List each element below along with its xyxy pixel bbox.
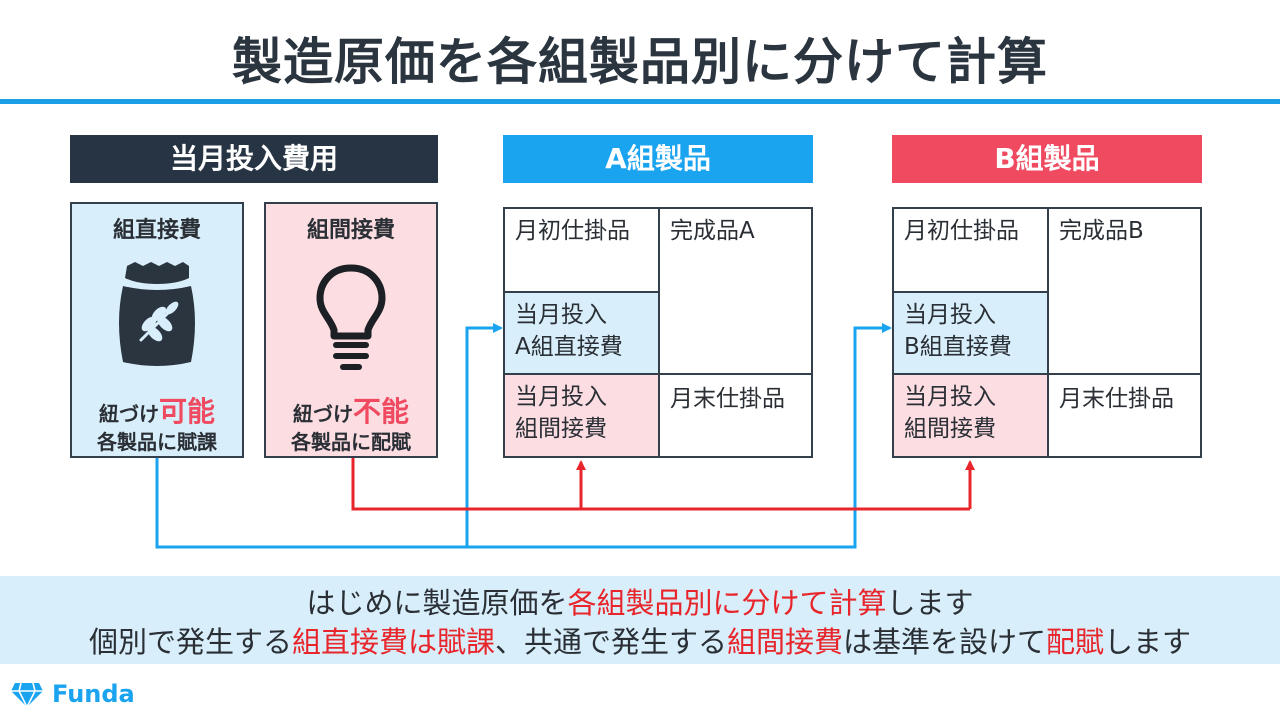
summary-band: はじめに製造原価を各組製品別に分けて計算します 個別で発生する組直接費は賦課、共… bbox=[0, 576, 1280, 664]
summary-line-1-seg: 各組製品別に分けて計算 bbox=[567, 586, 887, 620]
direct-cost-to-b-arrow bbox=[467, 323, 892, 549]
product-b-direct-cost: 当月投入 B組直接費 bbox=[894, 293, 1049, 375]
direct-cost-card: 組直接費 紐づけ可能 各製品に賦課 bbox=[70, 202, 244, 458]
direct-linkable-prefix: 紐づけ bbox=[98, 402, 159, 426]
header-current-costs: 当月投入費用 bbox=[70, 135, 438, 183]
logo-text: Funda bbox=[52, 680, 135, 708]
summary-line-2-seg: 組直接費は賦課 bbox=[291, 625, 495, 659]
summary-line-2-seg: 、共通で発生する bbox=[494, 625, 727, 659]
product-a-completed: 完成品A bbox=[660, 209, 811, 375]
indirect-linkable-emphasis: 不能 bbox=[352, 395, 409, 428]
summary-line-1: はじめに製造原価を各組製品別に分けて計算します bbox=[0, 580, 1280, 622]
product-a-end-wip: 月末仕掛品 bbox=[670, 386, 785, 412]
product-a-indirect-line1: 当月投入 bbox=[515, 384, 607, 410]
direct-linkable-emphasis: 可能 bbox=[158, 395, 215, 428]
product-a-direct-line1: 当月投入 bbox=[515, 302, 607, 328]
title-underline bbox=[0, 99, 1280, 104]
product-b-end-wip: 月末仕掛品 bbox=[1059, 386, 1174, 412]
product-b-direct-line2: B組直接費 bbox=[904, 334, 1012, 360]
header-product-a: A組製品 bbox=[503, 135, 813, 183]
diamond-logo-icon bbox=[11, 682, 43, 708]
product-a-box: 月初仕掛品 当月投入 A組直接費 当月投入 組間接費 完成品A 月末仕掛品 bbox=[503, 207, 813, 458]
product-b-direct-line1: 当月投入 bbox=[904, 302, 996, 328]
product-a-begin-wip: 月初仕掛品 bbox=[505, 209, 660, 293]
indirect-cost-linkable: 紐づけ不能 bbox=[266, 390, 436, 430]
product-a-direct-line2: A組直接費 bbox=[515, 334, 623, 360]
indirect-linkable-prefix: 紐づけ bbox=[292, 402, 353, 426]
grain-sack-icon bbox=[72, 262, 242, 372]
header-product-b: B組製品 bbox=[892, 135, 1202, 183]
product-a-indirect-line2: 組間接費 bbox=[515, 416, 607, 442]
summary-line-2-seg: 配賦 bbox=[1046, 625, 1105, 659]
direct-cost-title: 組直接費 bbox=[112, 218, 201, 243]
product-b-begin-wip: 月初仕掛品 bbox=[894, 209, 1049, 293]
indirect-cost-trunk bbox=[351, 458, 970, 511]
product-b-box: 月初仕掛品 当月投入 B組直接費 当月投入 組間接費 完成品B 月末仕掛品 bbox=[892, 207, 1202, 458]
summary-line-2-seg: は基準を設けて bbox=[843, 625, 1047, 659]
direct-cost-linkable: 紐づけ可能 bbox=[72, 390, 242, 430]
direct-cost-to-a-arrow bbox=[155, 323, 503, 549]
summary-line-2-seg: します bbox=[1104, 625, 1192, 659]
product-b-indirect-line1: 当月投入 bbox=[904, 384, 996, 410]
indirect-cost-allocate: 各製品に配賦 bbox=[291, 430, 411, 454]
product-b-indirect-line2: 組間接費 bbox=[904, 416, 996, 442]
summary-line-2-seg: 組間接費 bbox=[726, 625, 843, 659]
summary-line-1-seg: はじめに製造原価を bbox=[306, 586, 568, 620]
product-b-completed: 完成品B bbox=[1049, 209, 1200, 375]
lightbulb-icon bbox=[266, 262, 436, 372]
page-title: 製造原価を各組製品別に分けて計算 bbox=[232, 33, 1048, 91]
direct-cost-charge: 各製品に賦課 bbox=[97, 430, 217, 454]
indirect-cost-title: 組間接費 bbox=[306, 218, 395, 243]
product-a-direct-cost: 当月投入 A組直接費 bbox=[505, 293, 660, 375]
summary-line-2-seg: 個別で発生する bbox=[88, 625, 292, 659]
indirect-cost-card: 組間接費 紐づけ不能 各製品に配賦 bbox=[264, 202, 438, 458]
summary-line-2: 個別で発生する組直接費は賦課、共通で発生する組間接費は基準を設けて配賦します bbox=[0, 619, 1280, 661]
product-a-indirect-cost: 当月投入 組間接費 bbox=[505, 375, 660, 456]
summary-line-1-seg: します bbox=[886, 586, 974, 620]
product-b-indirect-cost: 当月投入 組間接費 bbox=[894, 375, 1049, 456]
